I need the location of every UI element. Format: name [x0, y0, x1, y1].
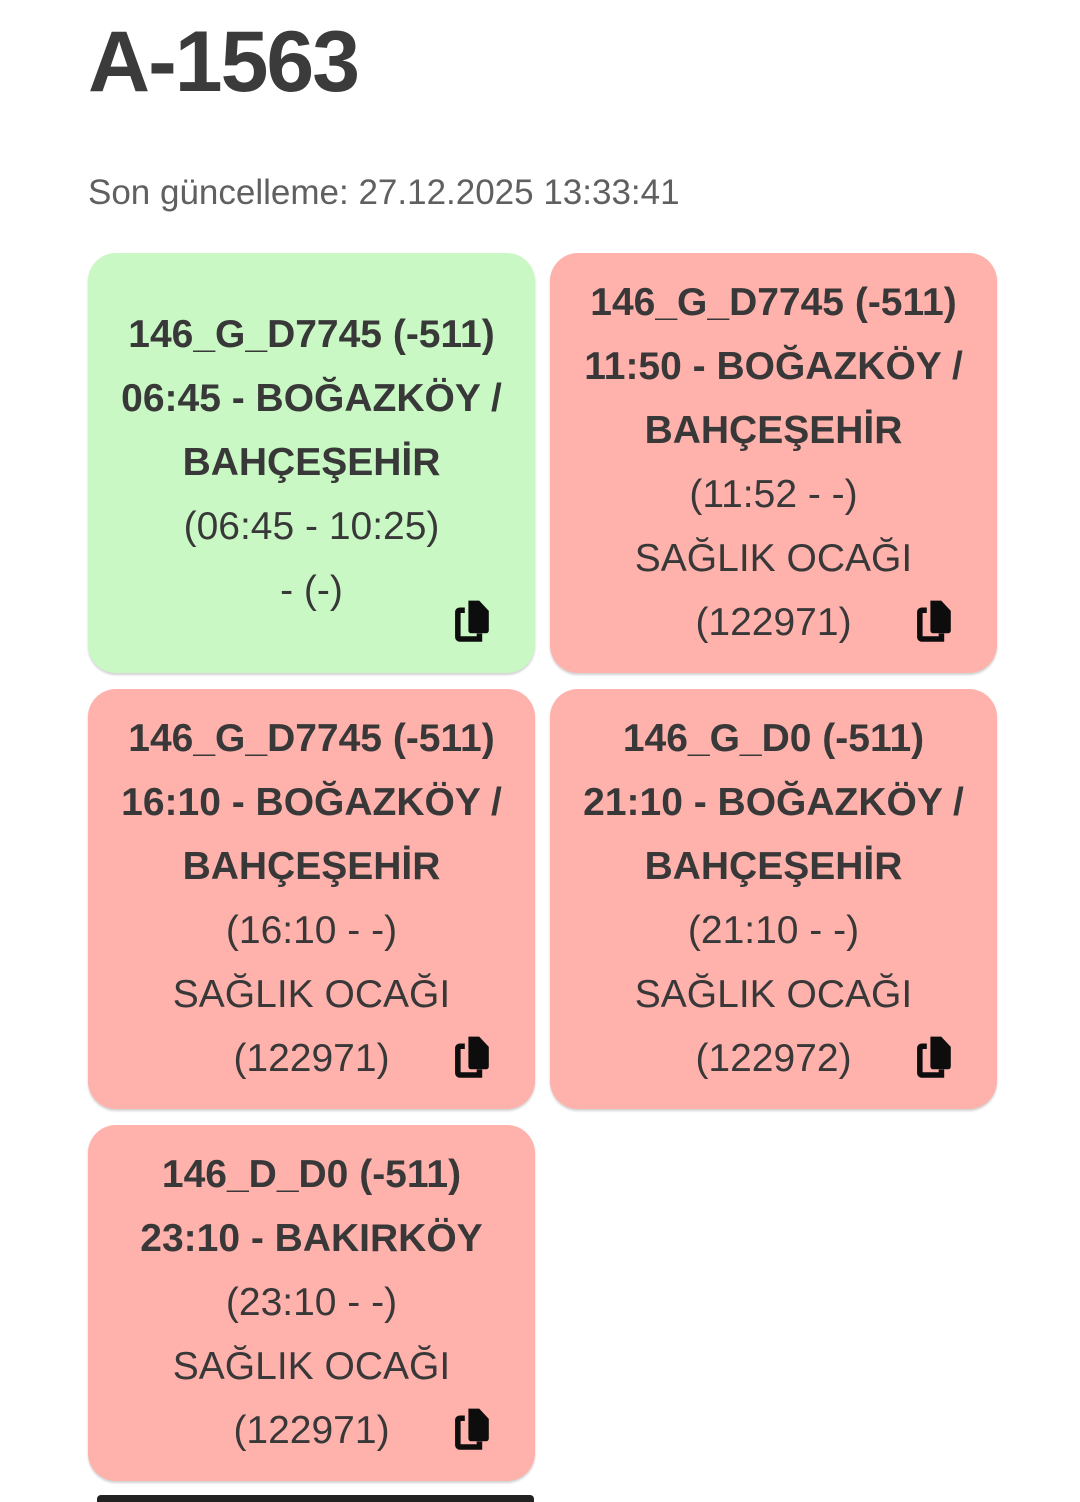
- trip-details: (23:10 - -) SAĞLIK OCAĞI (122971): [106, 1271, 517, 1463]
- trip-route: 11:50 - BOĞAZKÖY / BAHÇEŞEHİR: [584, 345, 974, 453]
- trip-details: (16:10 - -) SAĞLIK OCAĞI (122971): [106, 899, 517, 1091]
- trip-card-1-green[interactable]: 146_G_D7745 (-511) 06:45 - BOĞAZKÖY / BA…: [88, 253, 535, 674]
- copy-button[interactable]: [449, 1405, 495, 1453]
- trip-card-2-red[interactable]: 146_G_D7745 (-511) 11:50 - BOĞAZKÖY / BA…: [550, 253, 997, 674]
- trip-detail-line: SAĞLIK OCAĞI: [172, 973, 451, 1017]
- trip-detail-line: (23:10 - -): [225, 1281, 398, 1325]
- copy-pages-icon: [911, 597, 957, 645]
- cards-grid: 146_G_D7745 (-511) 06:45 - BOĞAZKÖY / BA…: [88, 253, 997, 1482]
- page-title: A-1563: [88, 14, 360, 110]
- trip-detail-line: (21:10 - -): [687, 909, 860, 953]
- trip-route: 06:45 - BOĞAZKÖY / BAHÇEŞEHİR: [121, 377, 513, 485]
- trip-details: (06:45 - 10:25) - (-): [106, 495, 517, 623]
- trip-detail-line: (122971): [695, 601, 852, 645]
- trip-detail-line: (122971): [233, 1409, 390, 1453]
- trip-code: 146_G_D7745 (-511): [128, 313, 495, 357]
- trip-detail-line: (16:10 - -): [225, 909, 398, 953]
- trip-route: 16:10 - BOĞAZKÖY / BAHÇEŞEHİR: [121, 781, 513, 889]
- trip-route: 21:10 - BOĞAZKÖY / BAHÇEŞEHİR: [583, 781, 975, 889]
- next-card-cutoff: [97, 1495, 534, 1502]
- copy-button[interactable]: [449, 1033, 495, 1081]
- copy-button[interactable]: [911, 597, 957, 645]
- trip-detail-line: SAĞLIK OCAĞI: [172, 1345, 451, 1389]
- copy-pages-icon: [449, 597, 495, 645]
- trip-details: (21:10 - -) SAĞLIK OCAĞI (122972): [568, 899, 979, 1091]
- trip-detail-line: SAĞLIK OCAĞI: [634, 537, 913, 581]
- trip-code: 146_G_D0 (-511): [622, 717, 925, 761]
- trip-detail-line: (122971): [233, 1037, 390, 1081]
- trip-card-3-red[interactable]: 146_G_D7745 (-511) 16:10 - BOĞAZKÖY / BA…: [88, 689, 535, 1110]
- last-update-text: Son güncelleme: 27.12.2025 13:33:41: [88, 172, 680, 212]
- copy-pages-icon: [911, 1033, 957, 1081]
- trip-code: 146_D_D0 (-511): [161, 1153, 462, 1197]
- trip-code: 146_G_D7745 (-511): [590, 281, 957, 325]
- trip-detail-line: SAĞLIK OCAĞI: [634, 973, 913, 1017]
- trip-detail-line: (122972): [695, 1037, 852, 1081]
- trip-detail-line: (06:45 - 10:25): [183, 505, 440, 549]
- copy-pages-icon: [449, 1033, 495, 1081]
- trip-detail-line: - (-): [280, 569, 343, 613]
- copy-pages-icon: [449, 1405, 495, 1453]
- trip-route: 23:10 - BAKIRKÖY: [140, 1217, 483, 1261]
- trip-details: (11:52 - -) SAĞLIK OCAĞI (122971): [568, 463, 979, 655]
- trip-code: 146_G_D7745 (-511): [128, 717, 495, 761]
- trip-card-5-red[interactable]: 146_D_D0 (-511) 23:10 - BAKIRKÖY (23:10 …: [88, 1125, 535, 1482]
- copy-button[interactable]: [911, 1033, 957, 1081]
- trip-detail-line: (11:52 - -): [689, 473, 858, 517]
- copy-button[interactable]: [449, 597, 495, 645]
- trip-card-4-red[interactable]: 146_G_D0 (-511) 21:10 - BOĞAZKÖY / BAHÇE…: [550, 689, 997, 1110]
